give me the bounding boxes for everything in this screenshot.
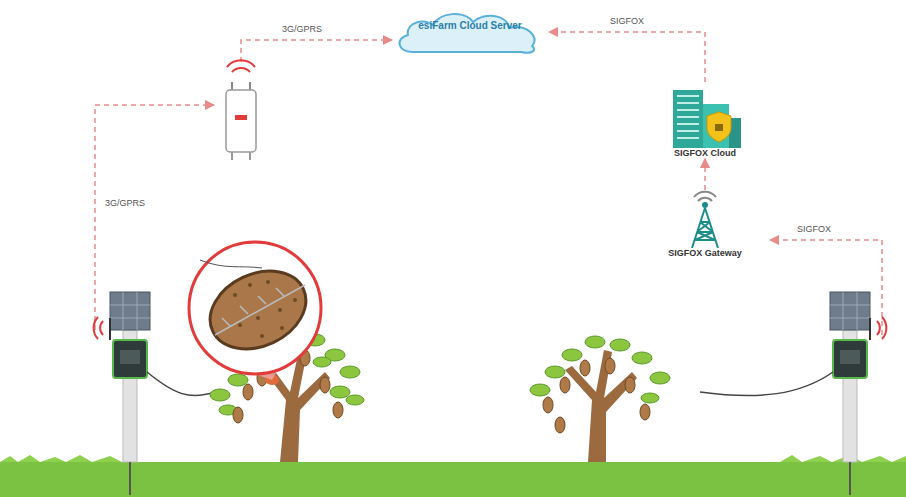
dashed-connector	[549, 32, 705, 82]
zoom-callout	[189, 242, 321, 380]
node-label: SIGFOX Gateway	[655, 248, 755, 259]
link-label: 3G/GPRS	[280, 24, 324, 34]
sigfox-cloud: SIGFOX Cloud	[655, 82, 755, 159]
node-label: esiFarm Cloud Server	[391, 20, 549, 32]
sensor-station	[700, 292, 886, 495]
sigfox-gateway: SIGFOX Gateway	[655, 190, 755, 259]
cloud-server: esiFarm Cloud Server	[391, 8, 549, 56]
dashed-connector	[704, 159, 706, 190]
ground	[0, 462, 906, 497]
link-label: 3G/GPRS	[103, 198, 147, 208]
cloud-shape	[391, 8, 549, 56]
node-label: SIGFOX Cloud	[655, 148, 755, 159]
building-icon	[665, 82, 745, 148]
link-label: SIGFOX	[795, 224, 833, 234]
tower-icon	[680, 190, 730, 248]
cocoa-tree	[530, 336, 670, 462]
dashed-link	[770, 240, 882, 335]
router	[226, 60, 256, 160]
dashed-link	[241, 40, 392, 62]
link-label: SIGFOX	[608, 16, 646, 26]
